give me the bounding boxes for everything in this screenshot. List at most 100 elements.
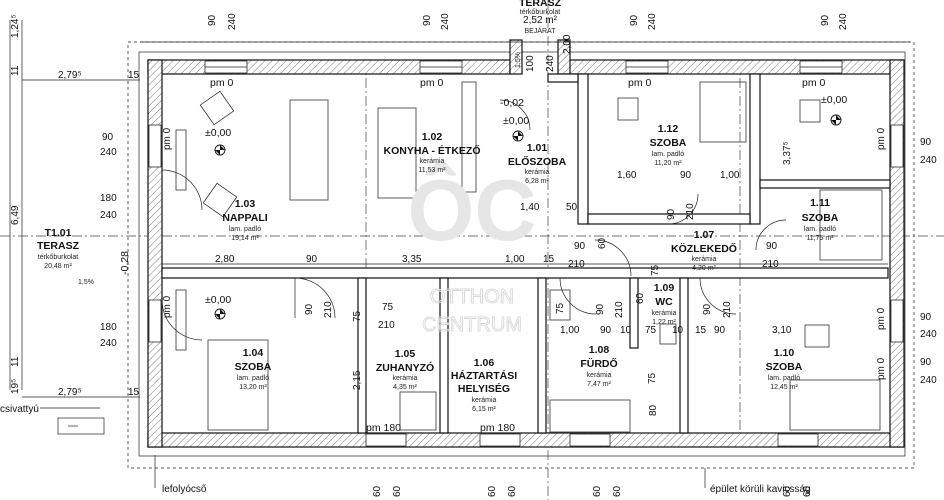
svg-text:kerámia: kerámia (393, 375, 418, 382)
svg-text:60: 60 (597, 237, 608, 249)
svg-text:60: 60 (507, 485, 518, 497)
svg-text:11,75 m²: 11,75 m² (806, 235, 834, 242)
svg-text:210: 210 (722, 301, 733, 318)
svg-text:térkőburkolat: térkőburkolat (520, 9, 561, 16)
svg-text:ÔC: ÔC (408, 163, 537, 259)
svg-text:TERASZ: TERASZ (519, 0, 562, 9)
furniture (175, 81, 883, 433)
svg-text:ELŐSZOBA: ELŐSZOBA (508, 155, 567, 168)
svg-text:240: 240 (545, 55, 556, 72)
right-dimensions: 90 240 90 240 90 240 pm 0 pm 0 pm 0 (876, 127, 937, 386)
svg-text:90: 90 (702, 303, 713, 315)
svg-text:12,45 m²: 12,45 m² (770, 384, 798, 391)
svg-text:pm 0: pm 0 (876, 357, 887, 380)
svg-text:3,35: 3,35 (402, 254, 422, 265)
svg-text:1,5%: 1,5% (78, 279, 94, 286)
room-1-04: 1.04 SZOBA lam. padló 13,20 m² (235, 347, 272, 391)
svg-text:11: 11 (10, 65, 21, 76)
svg-text:90: 90 (766, 241, 778, 252)
level-marker (512, 130, 524, 142)
svg-text:KÖZLEKEDŐ: KÖZLEKEDŐ (671, 242, 737, 255)
svg-text:240: 240 (100, 210, 117, 221)
svg-text:240: 240 (100, 147, 117, 158)
room-1-12: 1.12 SZOBA lam. padló 11,20 m² (650, 123, 687, 167)
svg-text:-0,02: -0,02 (500, 97, 524, 109)
svg-text:19⁵: 19⁵ (10, 379, 21, 394)
svg-text:3,37⁵: 3,37⁵ (782, 141, 793, 165)
left-terrace-label: T1.01 TERASZ térkőburkolat 20,48 m² 1,5% (37, 227, 94, 286)
svg-text:pm 0: pm 0 (802, 77, 826, 89)
watermark: ÔC OTTHON CENTRUM (408, 163, 537, 336)
svg-text:100: 100 (525, 55, 536, 72)
svg-text:1.12: 1.12 (658, 123, 679, 135)
svg-text:pm 0: pm 0 (162, 127, 173, 150)
room-1-07: 1.07 KÖZLEKEDŐ kerámia 4,20 m² (671, 229, 737, 272)
svg-text:15: 15 (128, 387, 140, 398)
svg-text:240: 240 (920, 375, 937, 386)
svg-text:2,15: 2,15 (352, 370, 363, 390)
svg-text:10: 10 (672, 325, 684, 336)
svg-text:210: 210 (762, 259, 779, 270)
level-marker (214, 144, 226, 156)
svg-text:90: 90 (714, 325, 726, 336)
svg-text:90: 90 (600, 325, 612, 336)
svg-text:1,60: 1,60 (617, 170, 637, 181)
svg-text:60: 60 (612, 485, 623, 497)
annotations: lefolyócső épület körüli kavicsság csiva… (0, 404, 811, 495)
svg-text:kerámia: kerámia (587, 372, 612, 379)
level-labels: ±0,00 ±0,00 ±0,00 ±0,00 -0,02 pm 0 pm 0 … (119, 77, 847, 434)
svg-text:CENTRUM: CENTRUM (422, 314, 522, 336)
svg-text:OTTHON: OTTHON (430, 286, 514, 308)
svg-text:kerámia: kerámia (652, 310, 677, 317)
svg-text:lam. padló: lam. padló (229, 226, 261, 233)
svg-text:TERASZ: TERASZ (37, 240, 80, 252)
svg-text:60: 60 (392, 485, 403, 497)
svg-text:240: 240 (920, 329, 937, 340)
svg-text:90: 90 (920, 137, 932, 148)
svg-text:2,00: 2,00 (562, 34, 573, 54)
svg-text:11,53 m²: 11,53 m² (418, 167, 446, 174)
svg-text:kerámia: kerámia (525, 169, 550, 176)
room-1-02: 1.02 KONYHA - ÉTKEZŐ kerámia 11,53 m² (383, 131, 480, 174)
svg-text:15: 15 (543, 254, 555, 265)
svg-text:1.01: 1.01 (527, 142, 548, 154)
svg-text:1,22 m²: 1,22 m² (652, 319, 676, 326)
svg-text:FÜRDŐ: FÜRDŐ (580, 357, 617, 370)
svg-text:1,40: 1,40 (520, 202, 540, 213)
svg-text:90: 90 (207, 14, 218, 26)
svg-text:90: 90 (666, 208, 677, 220)
svg-text:csivattyú: csivattyú (0, 404, 39, 415)
svg-text:210: 210 (614, 301, 625, 318)
svg-text:90: 90 (102, 132, 114, 143)
svg-text:90: 90 (306, 254, 318, 265)
svg-text:60: 60 (372, 485, 383, 497)
svg-text:1,00: 1,00 (560, 325, 580, 336)
svg-text:11,20 m²: 11,20 m² (654, 160, 682, 167)
svg-text:HÁZTARTÁSI: HÁZTARTÁSI (451, 369, 517, 382)
svg-text:pm 0: pm 0 (162, 295, 173, 318)
svg-text:7,47 m²: 7,47 m² (587, 381, 611, 388)
svg-text:210: 210 (323, 301, 334, 318)
svg-text:75: 75 (647, 372, 658, 384)
svg-text:60: 60 (487, 485, 498, 497)
svg-text:75: 75 (352, 310, 363, 322)
svg-text:90: 90 (680, 170, 692, 181)
svg-text:1.04: 1.04 (243, 347, 264, 359)
svg-text:-0,28: -0,28 (119, 251, 131, 275)
svg-text:SZOBA: SZOBA (650, 137, 687, 149)
left-dimensions: 1,24⁵ 11 6,49 11 19⁵ 2,79⁵ 15 2,79⁵ 15 9… (9, 14, 173, 398)
svg-text:10: 10 (620, 325, 632, 336)
svg-text:1,00: 1,00 (720, 170, 740, 181)
svg-text:kerámia: kerámia (420, 158, 445, 165)
svg-text:1.08: 1.08 (589, 344, 610, 356)
svg-text:1,5%: 1,5% (515, 52, 522, 68)
windows (148, 60, 904, 447)
room-1-05: 1.05 ZUHANYZÓ kerámia 4,35 m² (376, 348, 434, 391)
svg-text:SZOBA: SZOBA (235, 361, 272, 373)
level-marker (830, 114, 842, 126)
svg-text:SZOBA: SZOBA (766, 361, 803, 373)
svg-text:1.05: 1.05 (395, 348, 416, 360)
svg-text:210: 210 (378, 320, 395, 331)
svg-text:4,35 m²: 4,35 m² (393, 384, 417, 391)
